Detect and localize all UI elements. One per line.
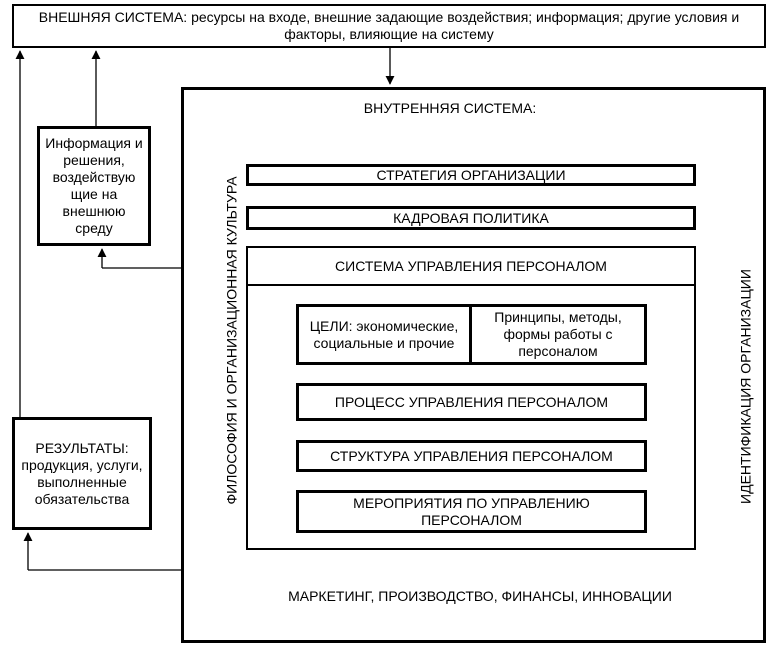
goals-text: ЦЕЛИ: экономические, социальные и прочие	[309, 317, 459, 351]
measures-box: МЕРОПРИЯТИЯ ПО УПРАВЛЕНИЮ ПЕРСОНАЛОМ	[296, 490, 647, 533]
philosophy-culture-label: ФИЛОСОФИЯ И ОРГАНИЗАЦИОННАЯ КУЛЬТУРА	[223, 176, 240, 505]
structure-text: СТРУКТУРА УПРАВЛЕНИЯ ПЕРСОНАЛОМ	[330, 447, 613, 464]
hr-policy-text: КАДРОВАЯ ПОЛИТИКА	[393, 209, 549, 226]
process-text: ПРОЦЕСС УПРАВЛЕНИЯ ПЕРСОНАЛОМ	[334, 393, 609, 410]
principles-box: Принципы, методы, формы работы с персона…	[469, 304, 647, 365]
strategy-text: СТРАТЕГИЯ ОРГАНИЗАЦИИ	[376, 166, 566, 183]
goals-box: ЦЕЛИ: экономические, социальные и прочие	[296, 304, 472, 365]
principles-text: Принципы, методы, формы работы с персона…	[494, 309, 622, 359]
business-functions-label: МАРКЕТИНГ, ПРОИЗВОДСТВО, ФИНАНСЫ, ИННОВА…	[288, 588, 672, 604]
results-text: РЕЗУЛЬТАТЫ: продукция, услуги, выполненн…	[21, 439, 143, 507]
organization-identification-label: ИДЕНТИФИКАЦИЯ ОРГАНИЗАЦИИ	[737, 269, 754, 504]
hr-system-header: СИСТЕМА УПРАВЛЕНИЯ ПЕРСОНАЛОМ	[246, 246, 696, 286]
measures-text: МЕРОПРИЯТИЯ ПО УПРАВЛЕНИЮ ПЕРСОНАЛОМ	[353, 494, 590, 528]
external-system-text: ВНЕШНЯЯ СИСТЕМА: ресурсы на входе, внешн…	[38, 9, 740, 42]
information-box: Информация и решения, воздействую щие на…	[37, 126, 151, 246]
strategy-box: СТРАТЕГИЯ ОРГАНИЗАЦИИ	[246, 164, 696, 186]
hr-policy-box: КАДРОВАЯ ПОЛИТИКА	[246, 206, 696, 230]
information-text: Информация и решения, воздействую щие на…	[45, 135, 143, 236]
structure-box: СТРУКТУРА УПРАВЛЕНИЯ ПЕРСОНАЛОМ	[296, 440, 647, 472]
hr-system-title: СИСТЕМА УПРАВЛЕНИЯ ПЕРСОНАЛОМ	[335, 257, 607, 274]
process-box: ПРОЦЕСС УПРАВЛЕНИЯ ПЕРСОНАЛОМ	[296, 383, 647, 421]
internal-system-title: ВНУТРЕННЯЯ СИСТЕМА:	[363, 100, 537, 116]
results-box: РЕЗУЛЬТАТЫ: продукция, услуги, выполненн…	[12, 417, 152, 530]
external-system-box: ВНЕШНЯЯ СИСТЕМА: ресурсы на входе, внешн…	[12, 4, 766, 48]
